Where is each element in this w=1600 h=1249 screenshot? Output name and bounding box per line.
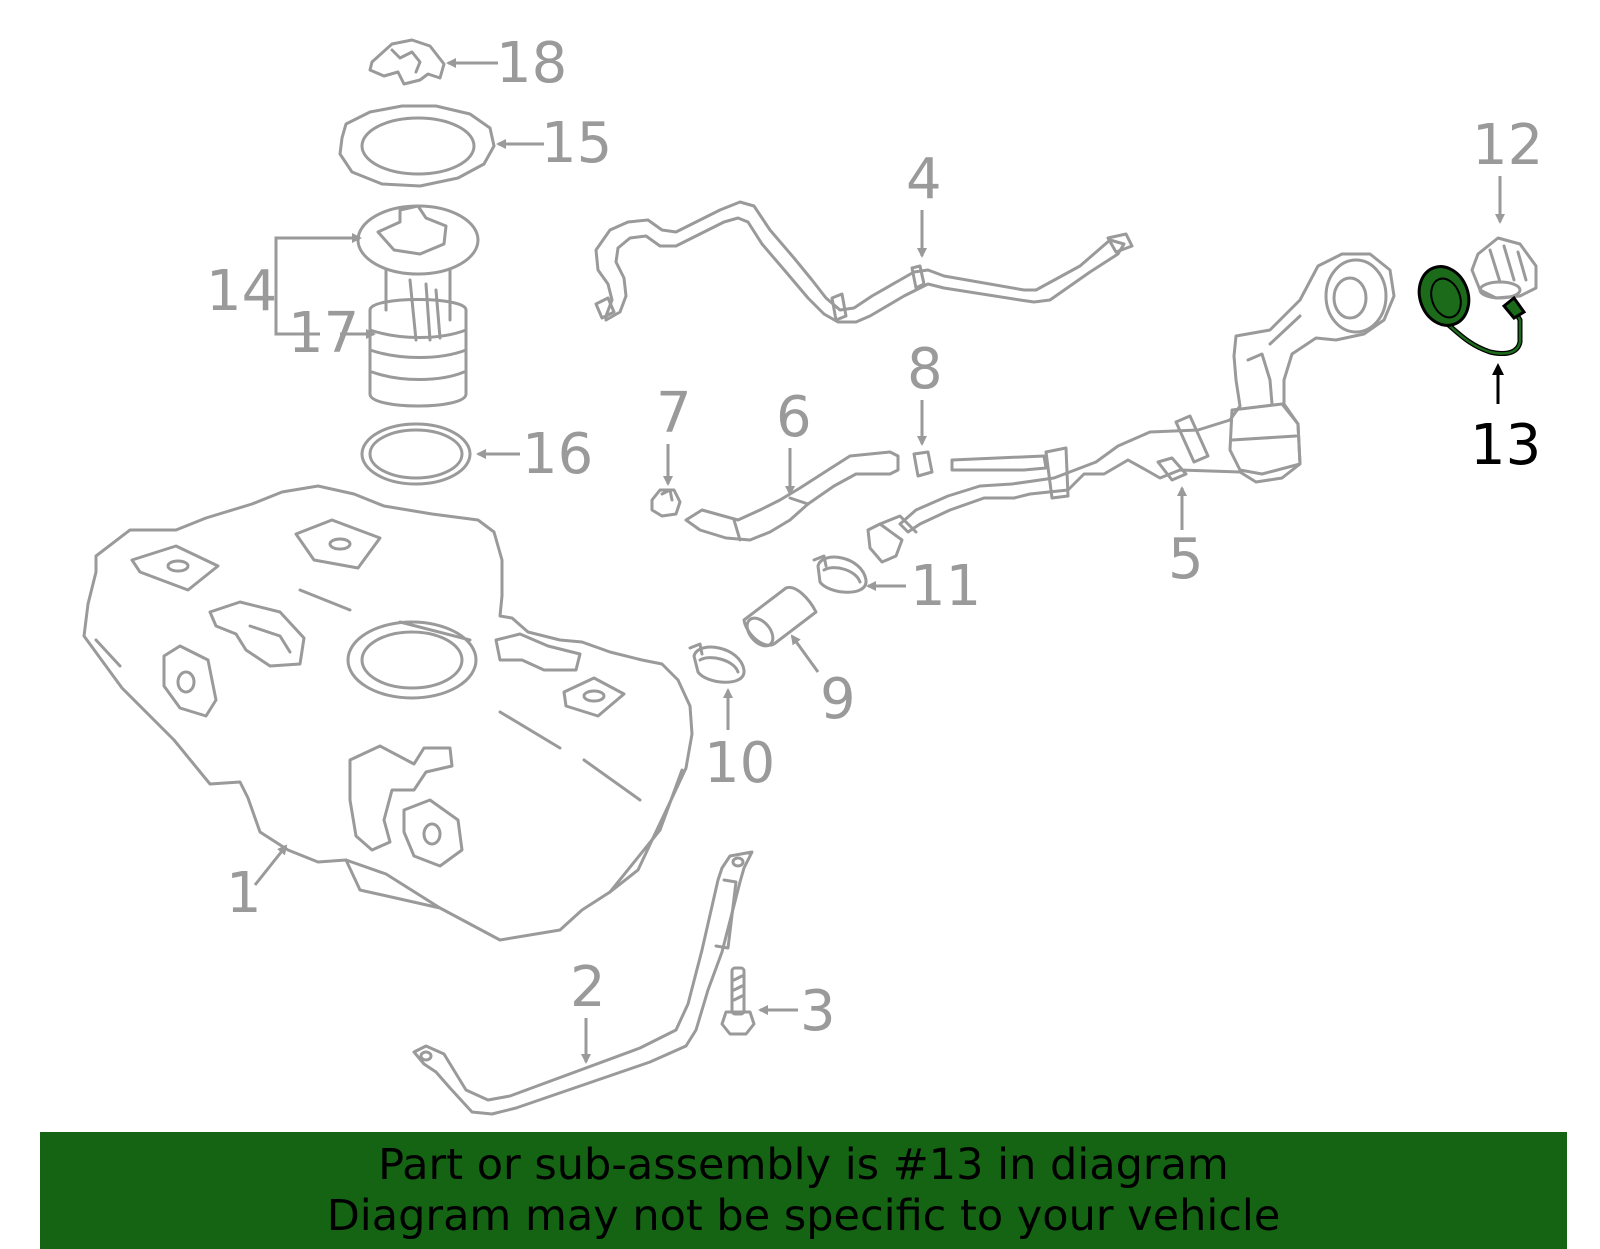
part-4-vent-tube xyxy=(594,200,1134,324)
callout-12: 12 xyxy=(1472,113,1543,178)
part-8-clip xyxy=(912,400,934,478)
part-7-clamp xyxy=(650,444,682,518)
part-15-lock-ring xyxy=(338,104,544,188)
callout-8: 8 xyxy=(907,337,943,402)
callout-14: 14 xyxy=(206,259,277,324)
part-18-bracket xyxy=(368,38,498,86)
part-10-clamp xyxy=(688,642,746,730)
part-2-strap xyxy=(412,850,754,1116)
banner-line-1: Part or sub-assembly is #13 in diagram xyxy=(378,1139,1229,1190)
part-14-fuel-pump-module xyxy=(274,204,480,408)
part-9-hose xyxy=(742,585,820,673)
part-5-filler-neck xyxy=(866,252,1396,564)
callout-11: 11 xyxy=(910,554,981,619)
callout-5: 5 xyxy=(1168,527,1204,592)
callout-10: 10 xyxy=(704,731,775,796)
callout-17: 17 xyxy=(288,301,359,366)
callout-7: 7 xyxy=(656,381,692,446)
part-1-fuel-tank xyxy=(82,484,694,942)
callout-3: 3 xyxy=(800,979,836,1044)
callout-1: 1 xyxy=(226,861,262,926)
callout-6: 6 xyxy=(776,385,812,450)
callout-18: 18 xyxy=(496,31,567,96)
callout-13: 13 xyxy=(1470,413,1541,478)
callout-2: 2 xyxy=(570,955,606,1020)
part-6-hose xyxy=(684,448,900,542)
info-banner: Part or sub-assembly is #13 in diagram D… xyxy=(40,1132,1567,1249)
part-11-clamp xyxy=(812,554,906,594)
banner-line-2: Diagram may not be specific to your vehi… xyxy=(326,1190,1281,1241)
part-3-bolt xyxy=(720,966,798,1036)
callout-4: 4 xyxy=(906,147,942,212)
part-13-tether xyxy=(1417,265,1527,404)
callout-16: 16 xyxy=(522,422,593,487)
part-16-gasket xyxy=(360,422,520,486)
callout-15: 15 xyxy=(541,111,612,176)
callout-9: 9 xyxy=(820,667,856,732)
part-12-fuel-cap xyxy=(1470,176,1538,300)
